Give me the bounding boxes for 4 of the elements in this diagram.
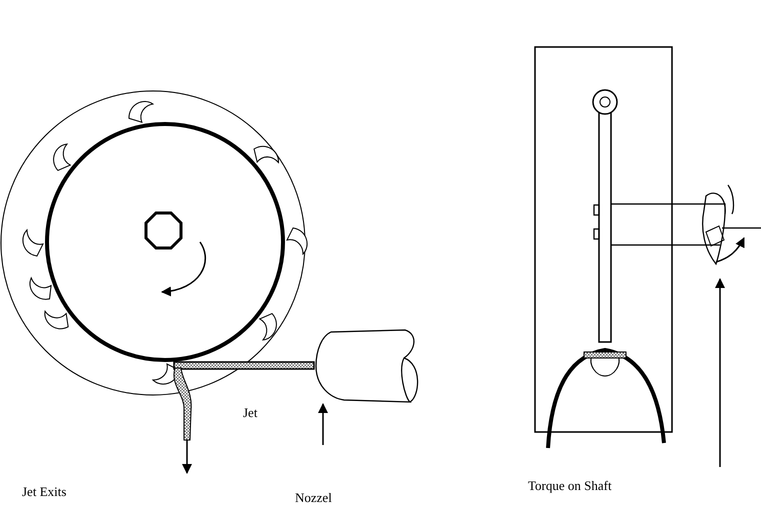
part-label: Torque on Shaft [528, 478, 612, 493]
part-label: Jet [243, 405, 258, 420]
part-label: Jet Exits [22, 484, 66, 499]
part-label: Nozzel [295, 490, 332, 505]
